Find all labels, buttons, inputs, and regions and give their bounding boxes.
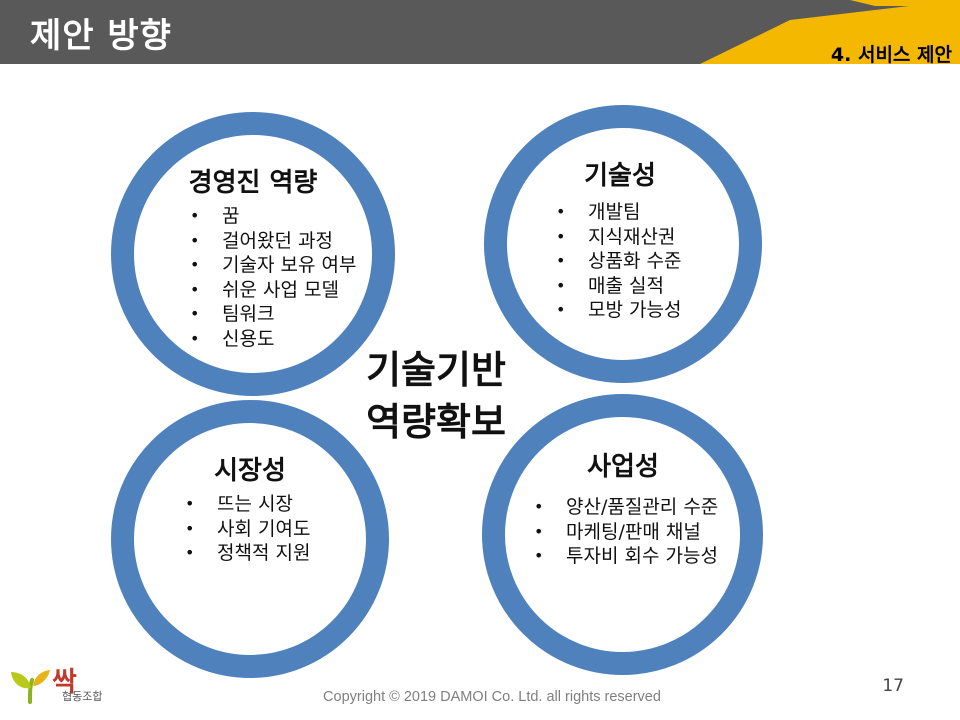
- logo-subtext: 협동조합: [62, 690, 103, 703]
- bullet-list-business: 양산/품질관리 수준 마케팅/판매 채널 투자비 회수 가능성: [534, 495, 718, 569]
- center-heading: 기술기반 역량확보: [346, 344, 526, 448]
- list-item: 사회 기여도: [185, 517, 310, 542]
- list-item: 매출 실적: [556, 274, 681, 299]
- copyright-text: Copyright © 2019 DAMOI Co. Ltd. all righ…: [323, 689, 661, 705]
- header-bar: 제안 방향 4. 서비스 제안: [0, 0, 960, 66]
- circle-title-management: 경영진 역량: [188, 168, 318, 198]
- bullet-list-technology: 개발팀 지식재산권 상품화 수준 매출 실적 모방 가능성: [556, 200, 681, 323]
- sprout-icon: [11, 670, 50, 704]
- list-item: 뜨는 시장: [185, 492, 310, 517]
- section-label: 4. 서비스 제안: [830, 44, 952, 66]
- page-number: 17: [882, 676, 904, 696]
- list-item: 양산/품질관리 수준: [534, 495, 718, 520]
- bullet-list-market: 뜨는 시장 사회 기여도 정책적 지원: [185, 492, 310, 566]
- list-item: 상품화 수준: [556, 249, 681, 274]
- logo-text: 싹: [52, 667, 77, 698]
- header-accent-shape: [700, 0, 960, 64]
- company-logo: 싹 협동조합: [8, 660, 128, 710]
- list-item: 기술자 보유 여부: [190, 253, 356, 278]
- circle-title-business: 사업성: [587, 452, 659, 482]
- list-item: 투자비 회수 가능성: [534, 544, 718, 569]
- list-item: 쉬운 사업 모델: [190, 278, 356, 303]
- list-item: 정책적 지원: [185, 541, 310, 566]
- list-item: 팀워크: [190, 302, 356, 327]
- center-heading-line1: 기술기반: [366, 348, 506, 392]
- slide-title: 제안 방향: [30, 16, 172, 56]
- list-item: 개발팀: [556, 200, 681, 225]
- circle-title-market: 시장성: [214, 456, 286, 486]
- center-heading-line2: 역량확보: [366, 400, 506, 444]
- list-item: 신용도: [190, 327, 356, 352]
- list-item: 마케팅/판매 채널: [534, 520, 718, 545]
- circle-title-technology: 기술성: [584, 161, 656, 191]
- list-item: 모방 가능성: [556, 298, 681, 323]
- list-item: 꿈: [190, 204, 356, 229]
- bullet-list-management: 꿈 걸어왔던 과정 기술자 보유 여부 쉬운 사업 모델 팀워크 신용도: [190, 204, 356, 351]
- list-item: 걸어왔던 과정: [190, 229, 356, 254]
- list-item: 지식재산권: [556, 225, 681, 250]
